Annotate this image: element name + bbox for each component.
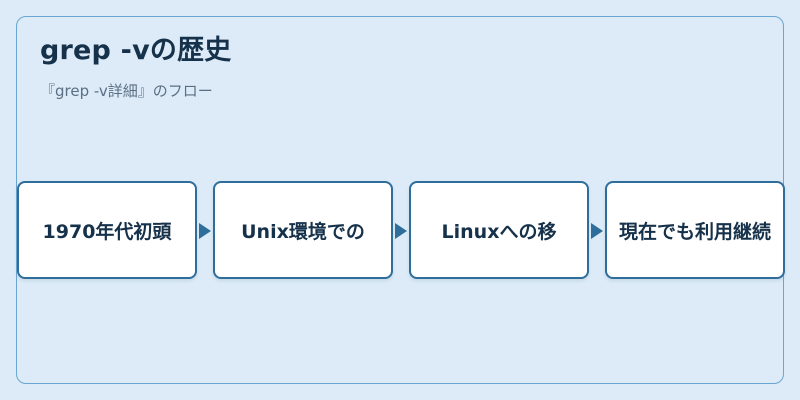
flow-step-3: Linuxへの移 <box>409 181 589 279</box>
flow-step-1: 1970年代初頭 <box>17 181 197 279</box>
flow-step-4: 現在でも利用継続 <box>605 181 785 279</box>
flow-step-label: 1970年代初頭 <box>42 220 172 243</box>
flow-step-label: 現在でも利用継続 <box>618 220 771 243</box>
flow-step-2: Unix環境での <box>213 181 393 279</box>
flow-arrow-icon <box>591 223 603 239</box>
page-title: grep -vの歴史 <box>40 35 232 66</box>
page-subtitle: 『grep -v詳細』のフロー <box>40 82 213 100</box>
flow-step-label: Linuxへの移 <box>441 220 557 243</box>
flow-step-label: Unix環境での <box>241 220 365 243</box>
flow-arrow-icon <box>199 223 211 239</box>
flow-arrow-icon <box>395 223 407 239</box>
